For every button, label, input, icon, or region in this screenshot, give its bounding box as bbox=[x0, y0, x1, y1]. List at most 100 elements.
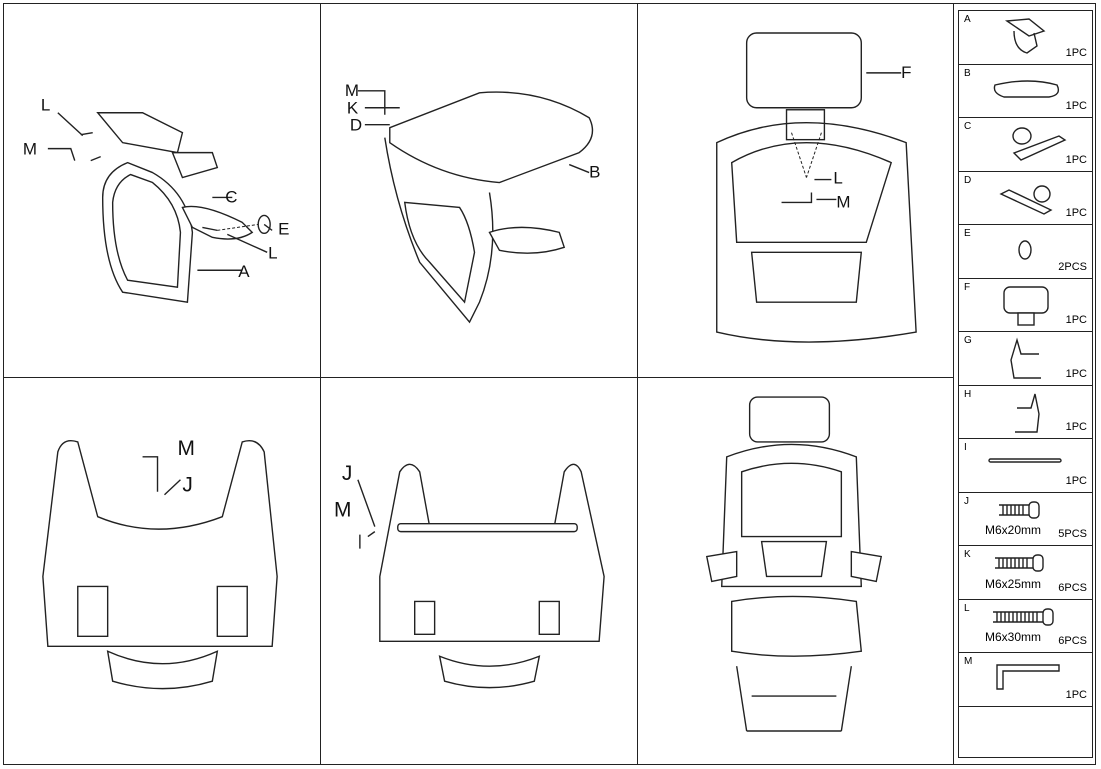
part-f: F 1PC bbox=[959, 279, 1092, 332]
step-2-panel: M K D B bbox=[320, 3, 638, 378]
headrest-icon bbox=[1003, 285, 1049, 326]
step-5-panel: J M bbox=[320, 377, 638, 765]
backrest-mesh bbox=[730, 141, 893, 244]
part-letter: E bbox=[964, 228, 971, 239]
part-letter: G bbox=[964, 335, 972, 346]
backrest-frame bbox=[101, 161, 194, 303]
part-a: A 1PC bbox=[959, 11, 1092, 65]
part-qty: 5PCS bbox=[1058, 528, 1087, 540]
backrest-mesh bbox=[111, 173, 182, 288]
headrest bbox=[748, 396, 831, 443]
step-6-panel bbox=[637, 377, 954, 765]
part-size: M6x20mm bbox=[985, 523, 1042, 537]
lumbar-support bbox=[750, 251, 863, 303]
leader-lines bbox=[357, 479, 376, 549]
backrest bbox=[721, 443, 863, 588]
lumbar-support bbox=[760, 540, 828, 578]
step-4-diagram: M J bbox=[42, 437, 278, 690]
mesh-back bbox=[403, 201, 476, 304]
step-5-diagram: J M bbox=[334, 462, 605, 689]
bolt-icon bbox=[995, 554, 1044, 572]
part-letter: M bbox=[964, 656, 973, 667]
mounting-plates bbox=[77, 585, 248, 637]
part-qty: 1PC bbox=[1065, 153, 1087, 166]
label-d: D bbox=[350, 116, 362, 135]
allen-key-icon bbox=[996, 664, 1060, 690]
part-letter: F bbox=[964, 281, 971, 293]
part-c: C 1PC bbox=[959, 118, 1092, 172]
part-j: J M6x20mm 5PCS bbox=[959, 493, 1092, 546]
label-m: M bbox=[345, 81, 359, 100]
alignment-lines bbox=[791, 132, 822, 178]
label-m: M bbox=[23, 140, 37, 159]
seat-frame-armrests bbox=[379, 463, 605, 642]
step-3-diagram: F L M bbox=[716, 32, 917, 343]
backrest-mesh bbox=[740, 462, 843, 538]
part-e: E 2PCS bbox=[959, 225, 1092, 279]
label-a: A bbox=[238, 262, 250, 281]
alignment-line bbox=[217, 223, 259, 231]
armrest-right-icon bbox=[999, 184, 1053, 215]
part-i: I 1PC bbox=[959, 439, 1092, 493]
seat-base bbox=[106, 650, 219, 690]
armrest-pad-front bbox=[171, 151, 219, 179]
part-qty: 1PC bbox=[1065, 314, 1087, 326]
step-4-panel: M J bbox=[3, 377, 321, 765]
part-qty: 1PC bbox=[1065, 474, 1087, 487]
part-letter: I bbox=[964, 442, 967, 453]
part-qty: 6PCS bbox=[1058, 581, 1087, 594]
part-d: D 1PC bbox=[959, 172, 1092, 225]
leader-lines bbox=[142, 456, 181, 496]
armrest-c bbox=[181, 205, 254, 240]
armrest bbox=[488, 226, 566, 254]
leader-lines bbox=[357, 90, 590, 174]
chair-frame-icon bbox=[1004, 18, 1046, 54]
part-letter: A bbox=[964, 14, 971, 25]
part-qty: 1PC bbox=[1065, 367, 1087, 380]
leg-right-icon bbox=[1015, 393, 1040, 433]
seat-base bbox=[438, 655, 541, 689]
part-letter: B bbox=[964, 67, 971, 79]
label-m: M bbox=[334, 499, 351, 522]
part-b: B 1PC bbox=[959, 65, 1092, 118]
headrest-bracket bbox=[785, 109, 826, 141]
part-k: K M6x25mm 6PCS bbox=[959, 546, 1092, 600]
part-letter: C bbox=[964, 121, 972, 132]
step-2-diagram: M K D B bbox=[345, 81, 600, 324]
seat bbox=[731, 595, 863, 657]
leader-lines-right bbox=[197, 196, 273, 271]
seat-frame-armrests bbox=[42, 439, 278, 647]
part-letter: K bbox=[964, 549, 971, 560]
crossbar-icon bbox=[988, 458, 1062, 463]
label-j: J bbox=[342, 462, 352, 485]
part-qty: 1PC bbox=[1065, 207, 1087, 219]
end-cap-icon bbox=[1018, 240, 1032, 260]
step-3-panel: F L M bbox=[637, 3, 954, 378]
label-m: M bbox=[836, 192, 850, 211]
part-letter: H bbox=[964, 388, 972, 400]
armrests bbox=[705, 550, 883, 583]
part-qty: 1PC bbox=[1065, 688, 1087, 701]
mounting-plates bbox=[414, 600, 560, 635]
headrest-f bbox=[745, 32, 862, 109]
step-6-diagram-finished-chair bbox=[705, 396, 883, 732]
seat-icon bbox=[993, 79, 1060, 98]
leader-lines bbox=[781, 72, 902, 204]
part-qty: 1PC bbox=[1065, 46, 1087, 59]
label-m: M bbox=[177, 437, 194, 460]
label-l: L bbox=[41, 96, 50, 115]
label-f: F bbox=[901, 63, 911, 82]
part-qty: 1PC bbox=[1065, 421, 1087, 433]
part-qty: 1PC bbox=[1065, 100, 1087, 112]
armrest-left-icon bbox=[1012, 127, 1067, 161]
part-size: M6x30mm bbox=[985, 630, 1042, 644]
leg-left-icon bbox=[1010, 337, 1041, 379]
parts-list: A 1PC B 1PC C 1PC D 1PC E 2PCS F 1PC bbox=[958, 10, 1093, 758]
bolt-icon bbox=[993, 607, 1054, 626]
sled-base bbox=[735, 666, 853, 732]
step-1-panel: L M C E L A bbox=[3, 3, 321, 378]
part-m: M 1PC bbox=[959, 653, 1092, 707]
leader-lines bbox=[47, 112, 218, 232]
step-1-diagram: L M C E L A bbox=[23, 96, 289, 303]
part-letter: L bbox=[964, 602, 970, 614]
